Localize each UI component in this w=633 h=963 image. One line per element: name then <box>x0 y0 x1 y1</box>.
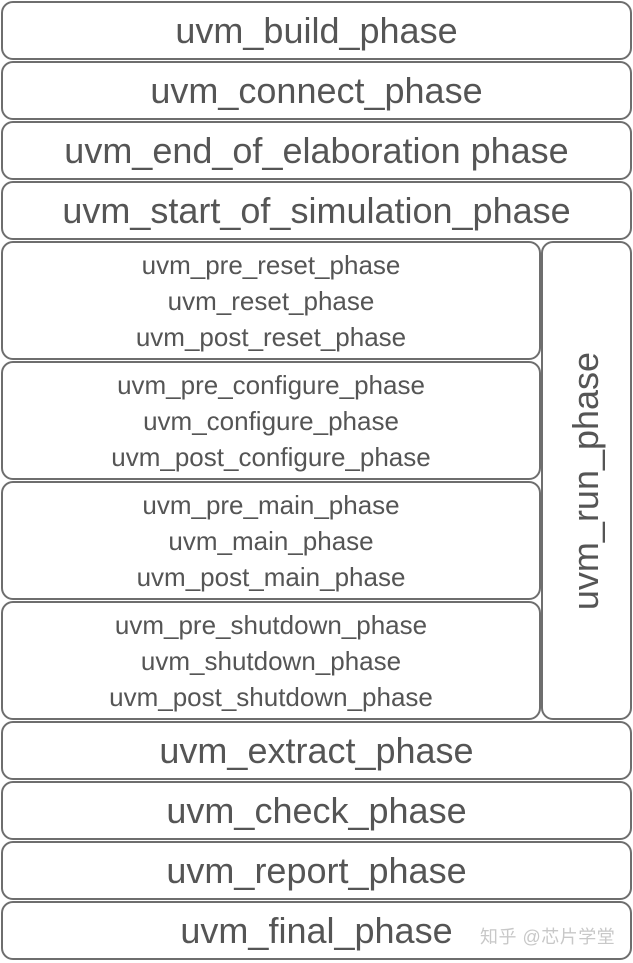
phase-label: uvm_post_shutdown_phase <box>109 681 433 712</box>
phase-label: uvm_reset_phase <box>167 285 375 316</box>
phase-box-check: uvm_check_phase <box>1 781 632 840</box>
shutdown-phase-group: uvm_pre_shutdown_phase uvm_shutdown_phas… <box>1 601 541 720</box>
phase-label: uvm_pre_main_phase <box>142 489 400 520</box>
phase-box-final: uvm_final_phase <box>1 901 632 960</box>
phase-label: uvm_post_reset_phase <box>135 321 407 352</box>
main-phase-group: uvm_pre_main_phase uvm_main_phase uvm_po… <box>1 481 541 600</box>
phase-label: uvm_final_phase <box>180 909 453 951</box>
phase-box-build: uvm_build_phase <box>1 1 632 60</box>
phase-box-extract: uvm_extract_phase <box>1 721 632 780</box>
phase-label: uvm_start_of_simulation_phase <box>62 189 571 231</box>
phase-box-end-of-elaboration: uvm_end_of_elaboration phase <box>1 121 632 180</box>
phase-box-start-of-simulation: uvm_start_of_simulation_phase <box>1 181 632 240</box>
reset-phase-group: uvm_pre_reset_phase uvm_reset_phase uvm_… <box>1 241 541 360</box>
phase-label: uvm_post_main_phase <box>136 561 406 592</box>
watermark: 知乎 @芯片学堂 <box>480 927 616 947</box>
configure-phase-group: uvm_pre_configure_phase uvm_configure_ph… <box>1 361 541 480</box>
phase-label: uvm_end_of_elaboration phase <box>64 129 569 171</box>
phase-label: uvm_check_phase <box>166 789 467 831</box>
phase-label: uvm_main_phase <box>168 525 374 556</box>
phase-label: uvm_post_configure_phase <box>111 441 431 472</box>
run-phase-label: uvm_run_phase <box>565 351 607 610</box>
phase-label: uvm_build_phase <box>175 9 458 51</box>
phase-label: uvm_extract_phase <box>159 729 474 771</box>
phase-label: uvm_shutdown_phase <box>140 645 402 676</box>
phase-label: uvm_configure_phase <box>143 405 399 436</box>
phase-label: uvm_report_phase <box>166 849 467 891</box>
phase-label: uvm_connect_phase <box>150 69 483 111</box>
phase-box-report: uvm_report_phase <box>1 841 632 900</box>
phase-label: uvm_pre_reset_phase <box>141 249 401 280</box>
phase-box-connect: uvm_connect_phase <box>1 61 632 120</box>
phase-label: uvm_pre_shutdown_phase <box>114 609 428 640</box>
run-phase-box: uvm_run_phase <box>541 241 632 720</box>
phase-label: uvm_pre_configure_phase <box>117 369 425 400</box>
